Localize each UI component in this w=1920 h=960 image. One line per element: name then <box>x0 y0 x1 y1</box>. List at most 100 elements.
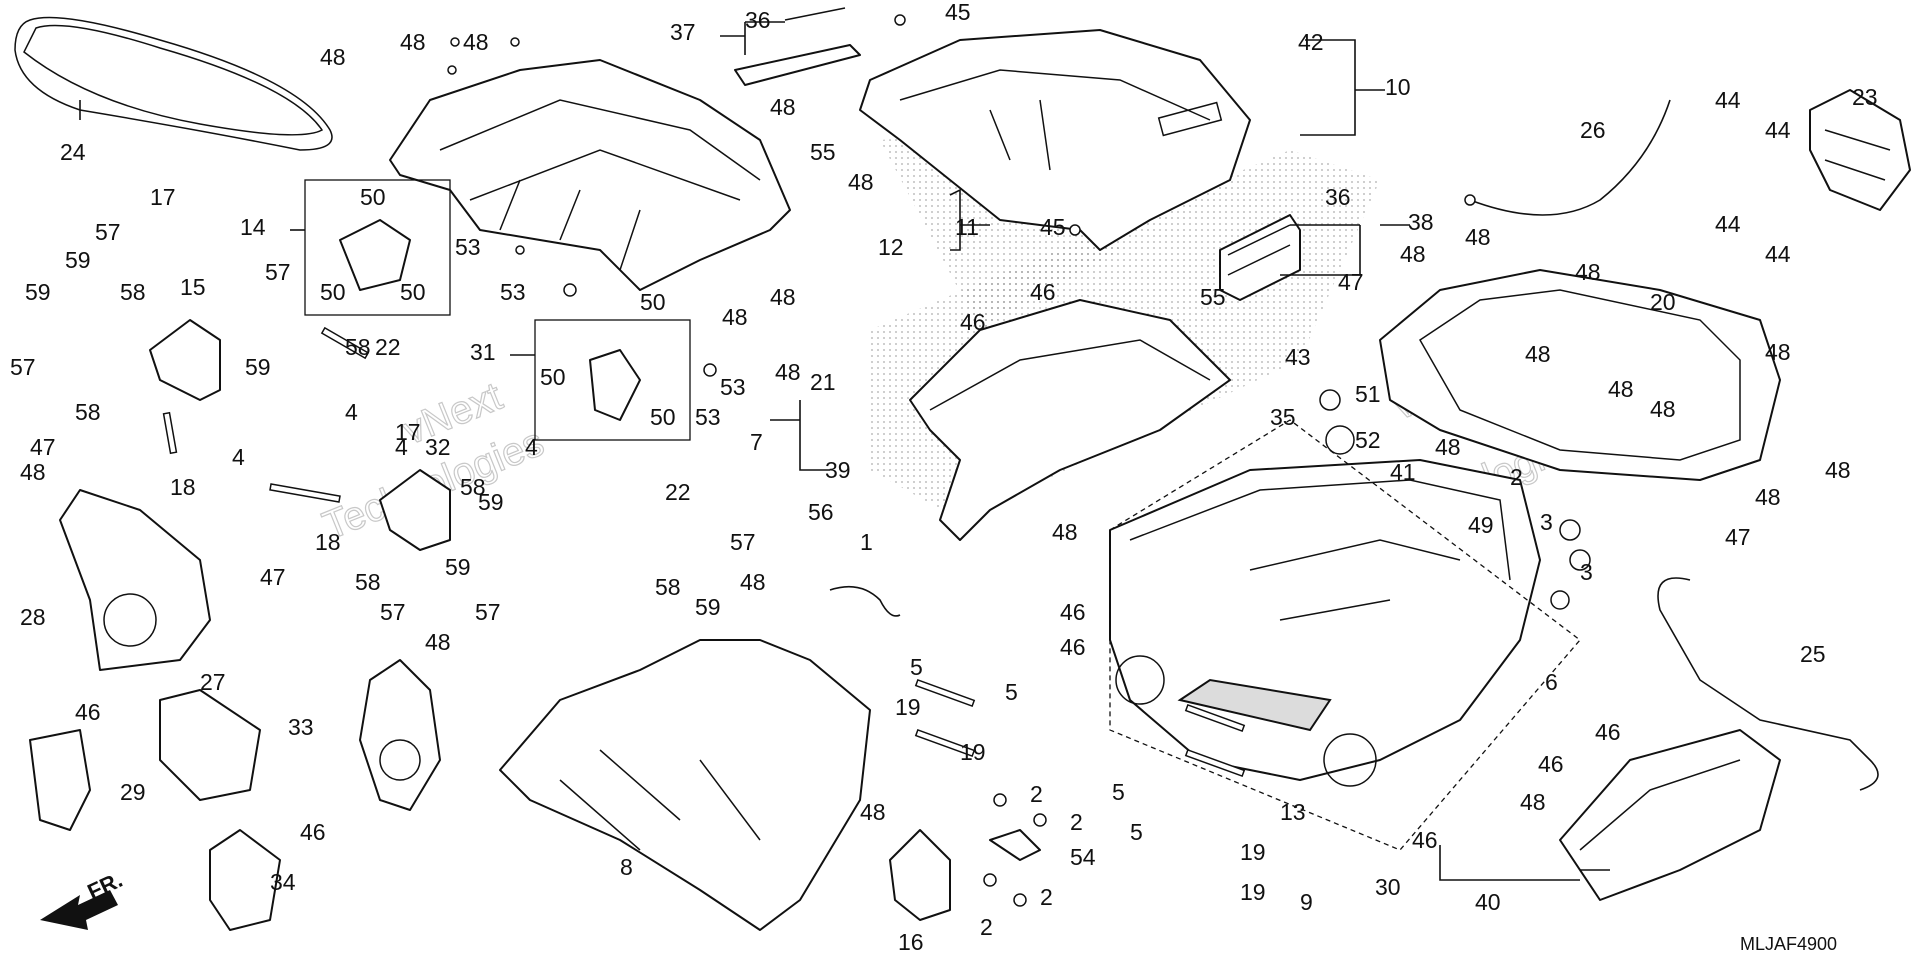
callout-48e: 48 <box>400 29 426 55</box>
callout-50c: 50 <box>400 279 426 305</box>
callout-48w: 48 <box>1755 484 1781 510</box>
callout-19b: 19 <box>960 739 986 765</box>
callout-4d: 4 <box>525 434 538 460</box>
callout-56: 56 <box>808 499 834 525</box>
callout-7: 7 <box>750 429 763 455</box>
callout-36b: 36 <box>1325 184 1351 210</box>
leaders <box>79 21 1610 881</box>
callout-50: 50 <box>360 184 386 210</box>
callout-33: 33 <box>288 714 314 740</box>
callouts: 24 17 57 59 58 15 59 14 57 59 57 58 47 1… <box>10 0 1878 955</box>
callout-48j: 48 <box>722 304 748 330</box>
lid-shell-10 <box>859 29 1251 251</box>
callout-19c: 19 <box>1240 839 1266 865</box>
cover-33 <box>359 659 441 811</box>
callout-49: 49 <box>1468 512 1494 538</box>
callout-58b: 58 <box>75 399 101 425</box>
callout-50f: 50 <box>650 404 676 430</box>
callout-32: 32 <box>425 434 451 460</box>
callout-52: 52 <box>1355 427 1381 453</box>
callout-38: 38 <box>1408 209 1434 235</box>
callout-44: 44 <box>1715 87 1741 113</box>
callout-29: 29 <box>120 779 146 805</box>
callout-35: 35 <box>1270 404 1296 430</box>
callout-39: 39 <box>825 457 851 483</box>
callout-13: 13 <box>1280 799 1306 825</box>
callout-48r: 48 <box>1525 341 1551 367</box>
callout-46e: 46 <box>1060 634 1086 660</box>
callout-40: 40 <box>1475 889 1501 915</box>
callout-48c: 48 <box>740 569 766 595</box>
callout-46b: 46 <box>300 819 326 845</box>
callout-48o: 48 <box>1400 241 1426 267</box>
callout-48f: 48 <box>463 29 489 55</box>
callout-58e: 58 <box>460 474 486 500</box>
callout-48v: 48 <box>1435 434 1461 460</box>
callout-8: 8 <box>620 854 633 880</box>
callout-4c: 4 <box>395 434 408 460</box>
callout-37: 37 <box>670 19 696 45</box>
callout-3b: 3 <box>1580 559 1593 585</box>
callout-44d: 44 <box>1765 241 1791 267</box>
callout-59b: 59 <box>25 279 51 305</box>
callout-14: 14 <box>240 214 266 240</box>
cable-26 <box>1469 99 1671 216</box>
callout-48i: 48 <box>770 284 796 310</box>
callout-19d: 19 <box>1240 879 1266 905</box>
callout-46: 46 <box>1030 279 1056 305</box>
callout-42: 42 <box>1298 29 1324 55</box>
callout-59f: 59 <box>695 594 721 620</box>
callout-48q: 48 <box>1575 259 1601 285</box>
callout-50d: 50 <box>540 364 566 390</box>
callout-48x: 48 <box>1825 457 1851 483</box>
callout-15: 15 <box>180 274 206 300</box>
callout-5b: 5 <box>1005 679 1018 705</box>
callout-21: 21 <box>810 369 836 395</box>
callout-5: 5 <box>910 654 923 680</box>
liner-8 <box>499 639 871 931</box>
callout-1: 1 <box>860 529 873 555</box>
callout-58c: 58 <box>355 569 381 595</box>
box-6 <box>1109 459 1541 781</box>
callout-46g: 46 <box>1595 719 1621 745</box>
callout-48d: 48 <box>320 44 346 70</box>
cable-25 <box>1657 577 1879 791</box>
callout-59d: 59 <box>445 554 471 580</box>
panel-29 <box>29 729 91 831</box>
strip-36-top <box>784 7 846 21</box>
callout-36: 36 <box>745 7 771 33</box>
svg-text:FR.: FR. <box>84 867 127 905</box>
callout-18b: 18 <box>315 529 341 555</box>
callout-51: 51 <box>1355 381 1381 407</box>
callout-53b: 53 <box>500 279 526 305</box>
callout-2b: 2 <box>1070 809 1083 835</box>
panel-30 <box>1559 729 1781 901</box>
callout-48s: 48 <box>1608 376 1634 402</box>
callout-2c: 2 <box>1040 884 1053 910</box>
callout-50e: 50 <box>640 289 666 315</box>
callout-47c: 47 <box>1338 269 1364 295</box>
callout-19: 19 <box>895 694 921 720</box>
callout-53d: 53 <box>720 374 746 400</box>
callout-48b: 48 <box>425 629 451 655</box>
callout-45b: 45 <box>1040 214 1066 240</box>
callout-48l: 48 <box>860 799 886 825</box>
callout-47d: 47 <box>1725 524 1751 550</box>
callout-46: 46 <box>75 699 101 725</box>
callout-58d: 58 <box>345 334 371 360</box>
callout-17: 17 <box>150 184 176 210</box>
box-14 <box>304 179 451 316</box>
callout-44c: 44 <box>1715 211 1741 237</box>
harness-1 <box>829 585 901 617</box>
callout-48n: 48 <box>1520 789 1546 815</box>
callout-59: 59 <box>65 247 91 273</box>
callout-54: 54 <box>1070 844 1096 870</box>
callout-24: 24 <box>60 139 86 165</box>
callout-43: 43 <box>1285 344 1311 370</box>
callout-26: 26 <box>1580 117 1606 143</box>
callout-22b: 22 <box>665 479 691 505</box>
callout-50b: 50 <box>320 279 346 305</box>
callout-30: 30 <box>1375 874 1401 900</box>
mat-13 <box>1177 678 1332 732</box>
